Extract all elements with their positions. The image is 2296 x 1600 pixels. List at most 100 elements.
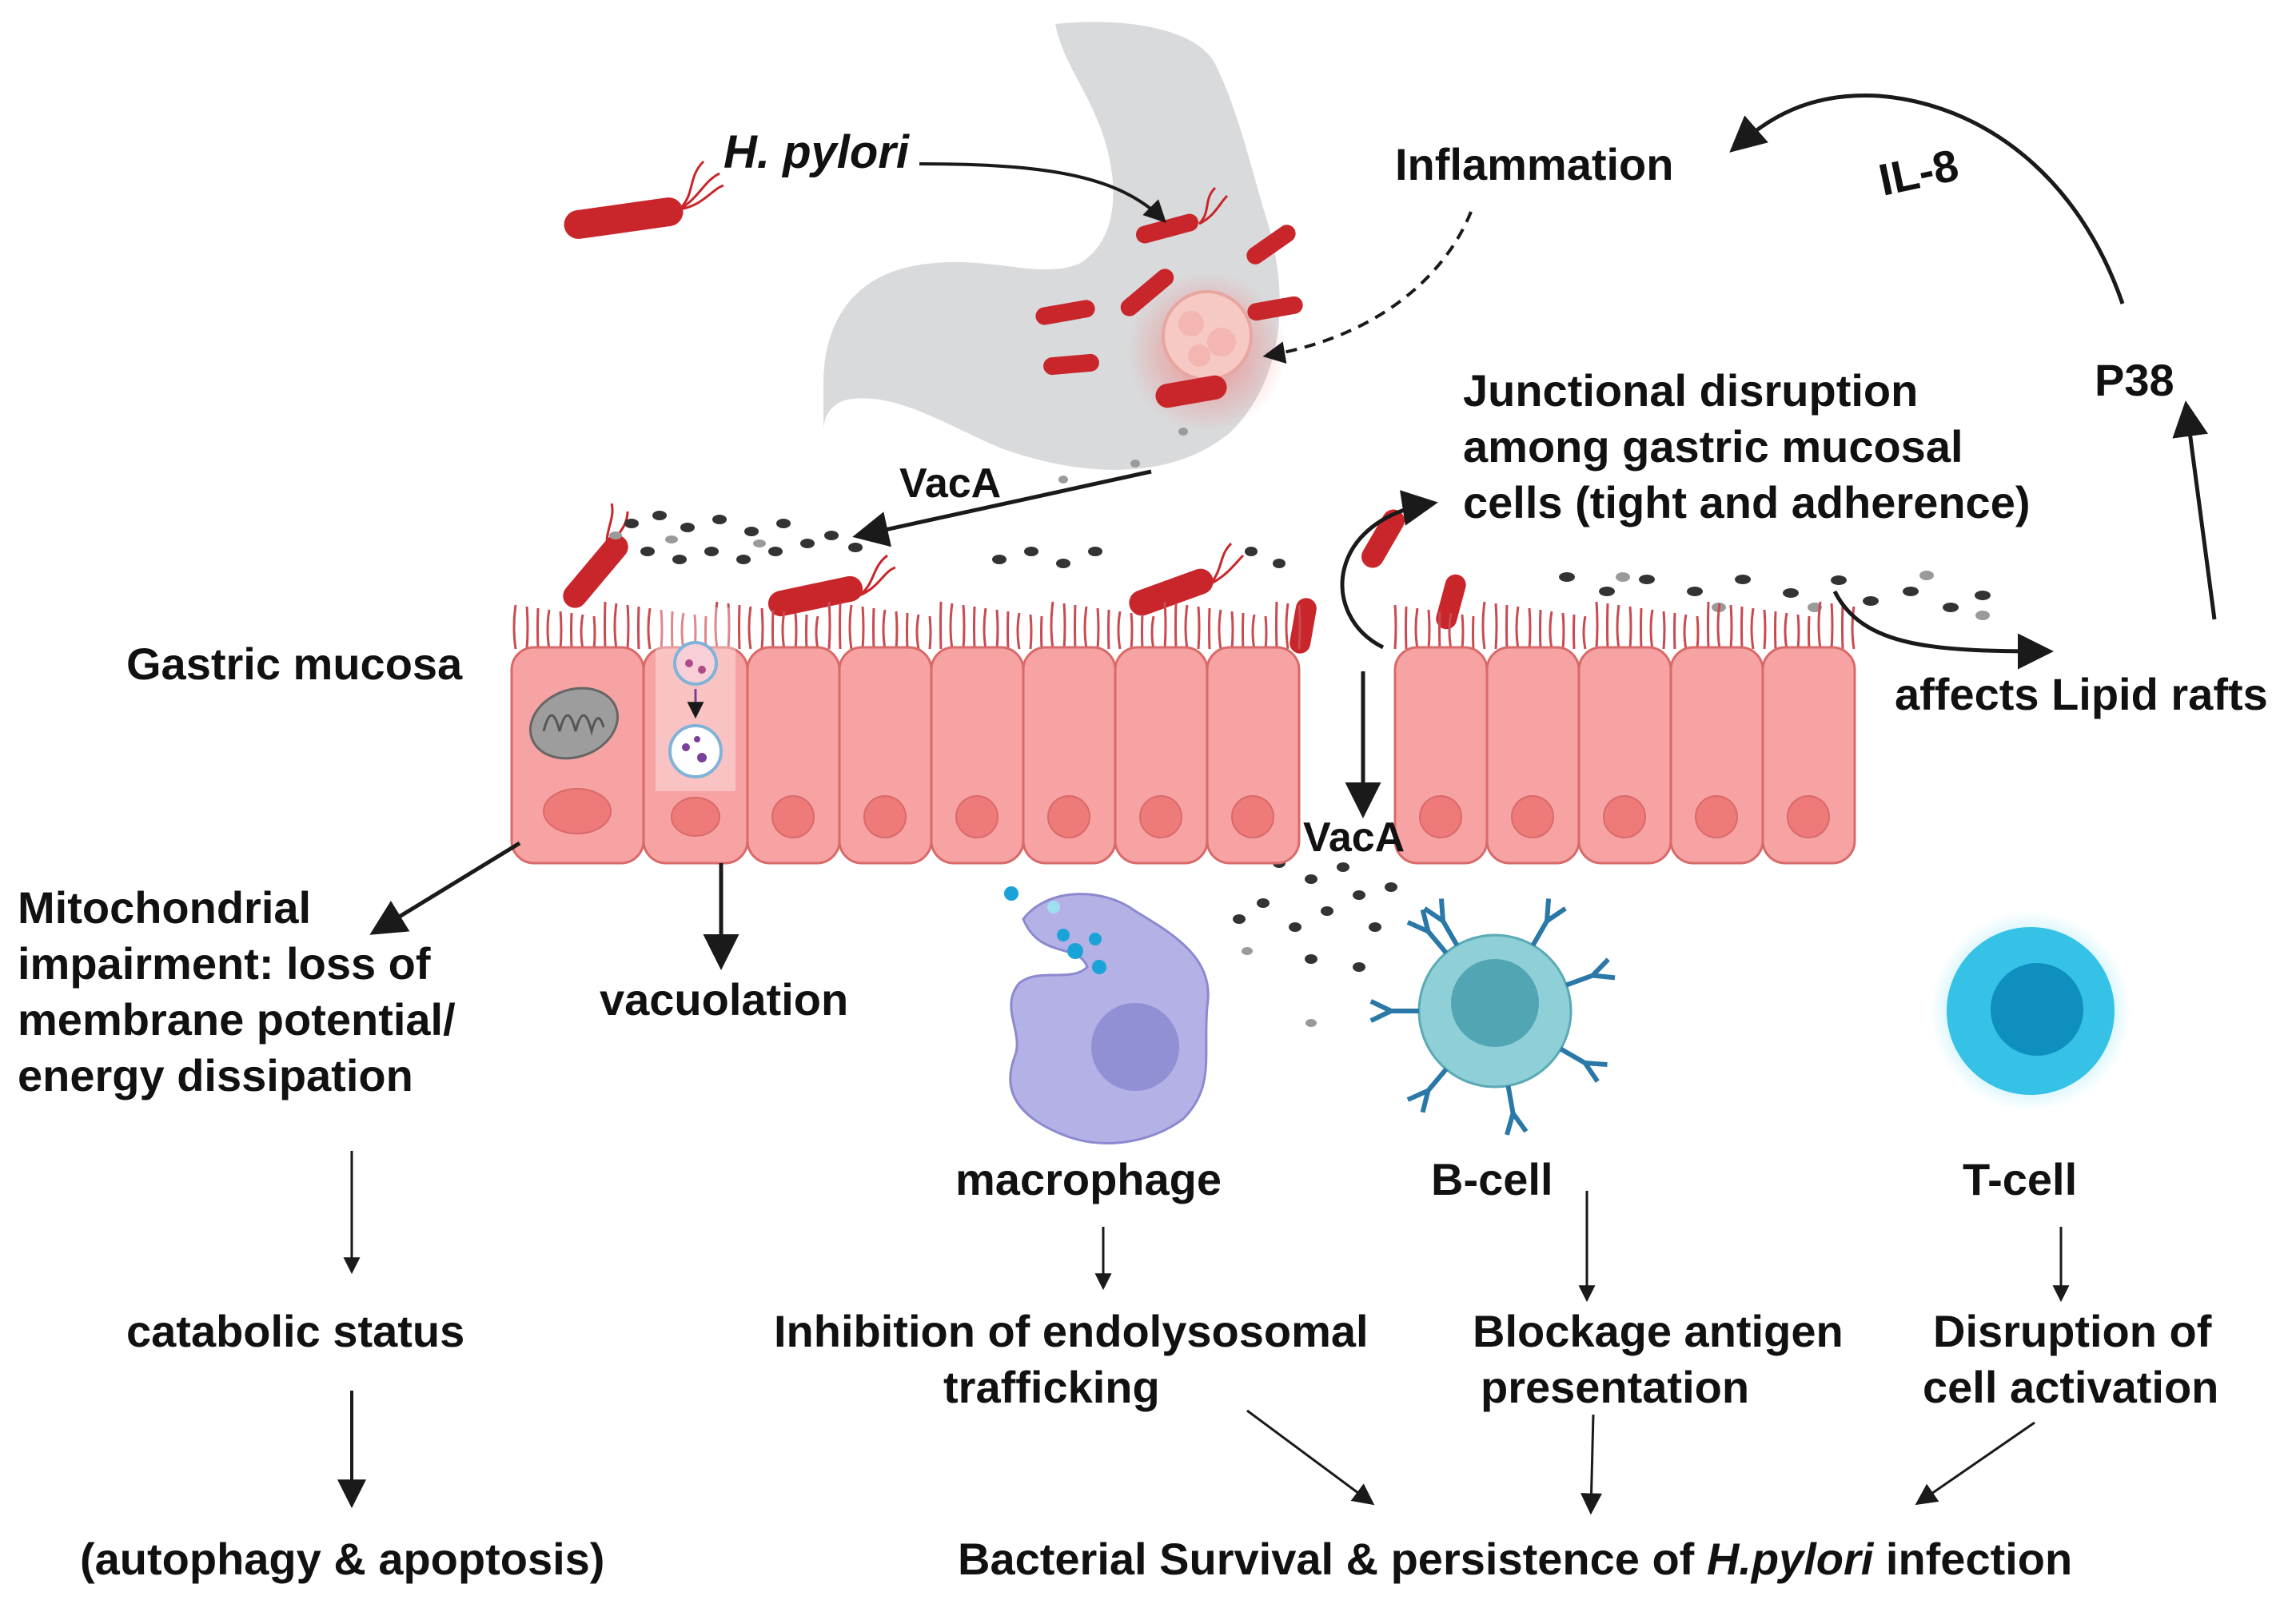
- vacuole-icon: [656, 607, 735, 791]
- cilium: [525, 606, 529, 650]
- cilium: [660, 609, 664, 650]
- bacterium-icon: [1135, 213, 1199, 244]
- cilium: [1841, 604, 1844, 650]
- cilium: [1472, 615, 1475, 650]
- cilium: [1851, 606, 1856, 650]
- arrow-antigen-survival: [1580, 1414, 1603, 1515]
- cilium: [1729, 604, 1733, 650]
- cilium: [1050, 601, 1054, 650]
- bacterium-icon: [1246, 225, 1296, 265]
- antibody-icon: [1423, 898, 1460, 947]
- cilium: [714, 601, 719, 650]
- cilium: [1549, 611, 1553, 650]
- cilium: [1763, 609, 1767, 650]
- cilium: [1808, 615, 1811, 650]
- cilium: [1130, 612, 1134, 650]
- cilium: [1515, 606, 1520, 650]
- arrow-inflammation-tumor: [1262, 211, 1473, 364]
- label-junctional-2: among gastric mucosal: [1463, 421, 1963, 472]
- cilium: [1197, 606, 1201, 650]
- cilium: [1218, 609, 1222, 650]
- tcell-cell: [1931, 911, 2131, 1111]
- bacterium-icon: [1436, 574, 1466, 630]
- cilium: [1393, 604, 1397, 650]
- label-vaca-top: VacA: [899, 460, 1001, 507]
- cilium: [1561, 612, 1565, 650]
- label-lipid-rafts: affects Lipid rafts: [1895, 669, 2268, 719]
- antibody-icon: [1565, 957, 1616, 988]
- cilium: [1528, 607, 1532, 650]
- bacterium-icon: [564, 197, 684, 239]
- label-junctional-3: cells (tight and adherence): [1463, 477, 2031, 527]
- cilium: [1784, 612, 1788, 650]
- cilium: [1796, 614, 1800, 650]
- cilium: [1150, 615, 1155, 650]
- cilium: [1174, 603, 1178, 650]
- label-endo-1: Inhibition of endolysosomal: [774, 1306, 1369, 1356]
- bacterium-icon: [563, 535, 628, 608]
- cilium: [1029, 614, 1033, 650]
- cilium: [895, 611, 899, 650]
- label-mito-4: energy dissipation: [18, 1050, 413, 1100]
- cilium: [1573, 614, 1576, 650]
- cilium: [613, 603, 618, 650]
- cilium: [839, 603, 842, 650]
- tumor-mass: [1162, 290, 1253, 381]
- antibody-icon: [1559, 1046, 1608, 1083]
- label-inflammation: Inflammation: [1395, 139, 1673, 189]
- cilium: [738, 604, 741, 650]
- arrow-il8-inflammation: [1729, 94, 2125, 304]
- nuclei: [543, 788, 1830, 838]
- arrow-endo-survival: [1246, 1409, 1375, 1506]
- cilium: [915, 614, 920, 650]
- antibody-icon: [1406, 1067, 1449, 1113]
- label-p38: P38: [2095, 355, 2174, 405]
- cilium: [1707, 601, 1710, 650]
- label-vaca-mid: VacA: [1303, 814, 1405, 861]
- cilium: [1242, 612, 1245, 650]
- bacterium-icon: [1290, 598, 1317, 654]
- cilium: [983, 607, 987, 650]
- antibody-icon: [1505, 1085, 1529, 1136]
- label-survival-italic: H.pylori: [1707, 1534, 1875, 1584]
- cilium: [1595, 601, 1599, 650]
- label-mito-2: impairment: loss of: [18, 938, 431, 989]
- cilium: [949, 603, 954, 650]
- bacteria-group: [563, 197, 1466, 654]
- label-bcell: B-cell: [1431, 1154, 1553, 1204]
- cilium: [1141, 614, 1144, 650]
- arrow-activation-survival: [1915, 1421, 2035, 1506]
- cilium: [647, 607, 652, 650]
- cilium: [1163, 601, 1167, 650]
- label-endo-2: trafficking: [943, 1362, 1160, 1412]
- cilium: [962, 604, 966, 650]
- cilium: [1740, 606, 1744, 650]
- flagella-group: [605, 160, 1245, 597]
- label-vacuolation: vacuolation: [600, 974, 848, 1025]
- arrow-lipid-p38: [2172, 400, 2217, 620]
- cilium: [1285, 603, 1290, 650]
- arrow-junction-curve: [1340, 490, 1438, 650]
- cilium: [928, 615, 932, 650]
- cilium: [1297, 604, 1301, 650]
- cilium: [1107, 609, 1110, 650]
- macrophage-cell: [1004, 886, 1210, 1144]
- cilium: [559, 611, 563, 650]
- cilium: [1275, 601, 1278, 650]
- bacterium-icon: [1129, 568, 1214, 616]
- cilium: [1640, 607, 1643, 650]
- cilium: [1750, 607, 1755, 650]
- label-macrophage: macrophage: [955, 1154, 1222, 1204]
- antibody-icon: [1406, 909, 1449, 955]
- cilium: [1448, 612, 1453, 650]
- bacterium-icon: [1155, 375, 1227, 408]
- cilium: [794, 612, 798, 650]
- cilium: [1405, 606, 1408, 650]
- label-catabolic: catabolic status: [126, 1306, 464, 1356]
- bacterium-icon: [1043, 353, 1099, 376]
- cilium: [1673, 612, 1676, 650]
- mitochondrion-icon: [528, 687, 620, 760]
- label-survival-pre: Bacterial Survival & persistence of: [958, 1534, 1707, 1584]
- label-antigen-2: presentation: [1481, 1362, 1749, 1412]
